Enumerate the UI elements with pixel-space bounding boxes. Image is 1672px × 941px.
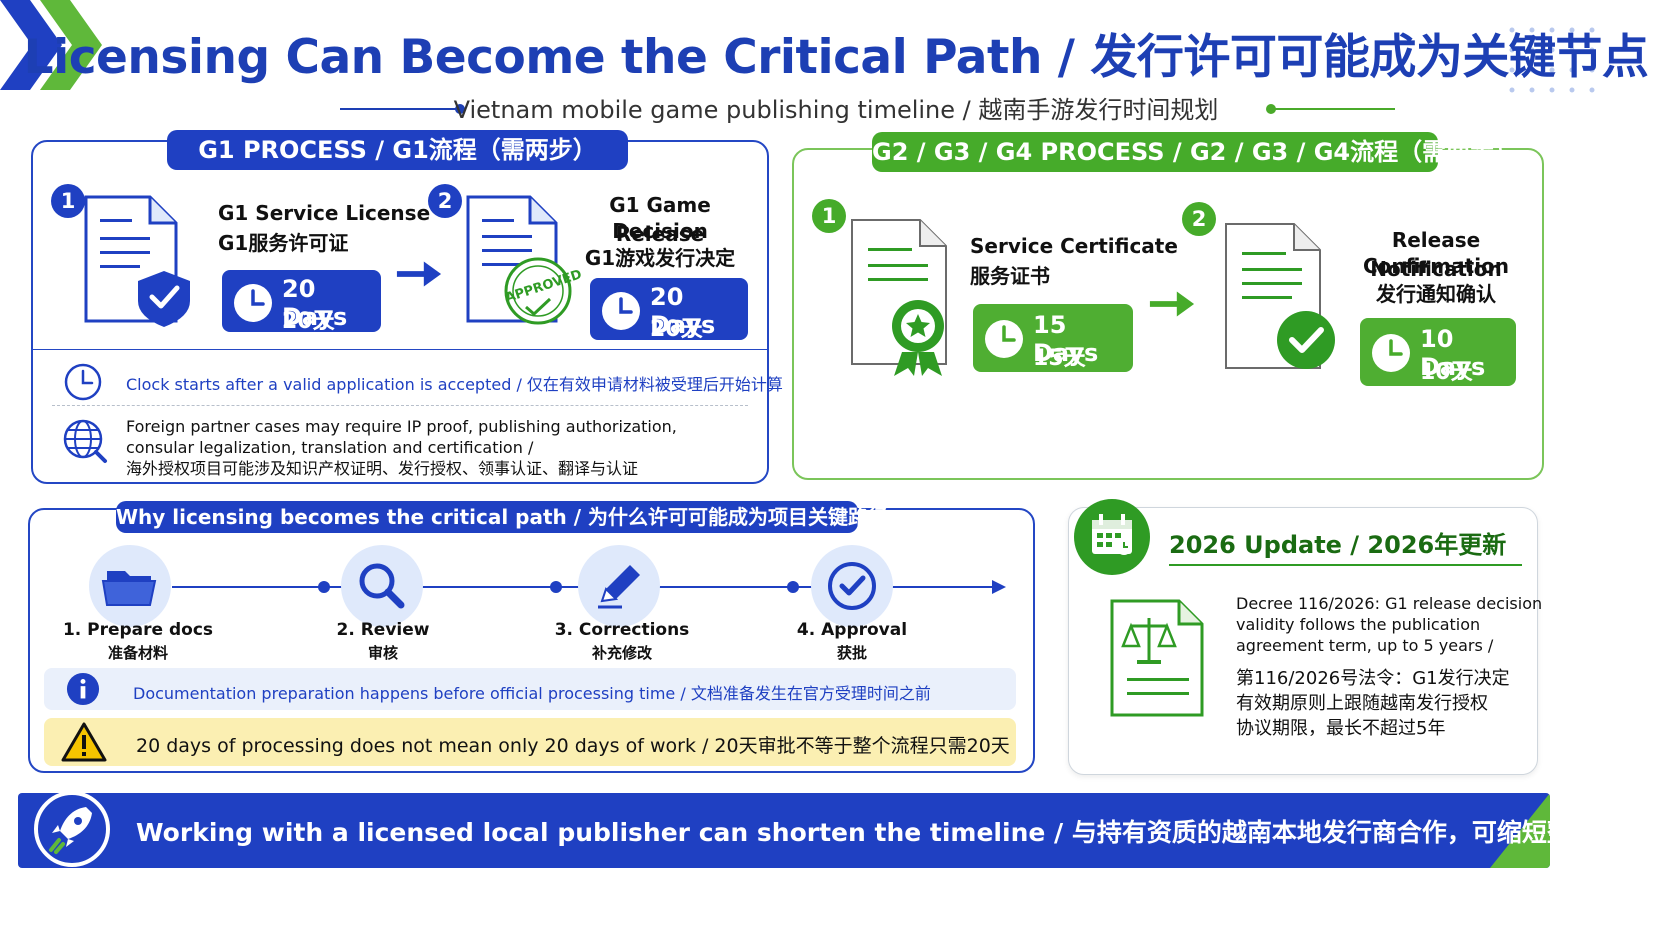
g234-step-1-days-cn: 15天 [1033,346,1086,371]
g1-process-tab: G1 PROCESS / G1流程（需两步） [167,130,628,170]
check-circle-icon [828,562,876,610]
g1-section-divider [33,349,767,350]
rocket-icon [34,793,110,867]
calendar-icon [1074,499,1150,575]
g234-step-1-label-en: Service Certificate [970,234,1178,258]
step-2-label-cn: 审核 [367,644,398,662]
g1-step-1-duration-badge: 20 Days 20天 [222,270,381,334]
subtitle-divider-right [1275,108,1395,110]
connector-dot [550,581,562,593]
g234-step-2-label-en-1: Release Notification [1370,228,1502,281]
step-3-label-en: 3. Corrections [554,620,690,640]
document-shield-icon [84,195,190,327]
update-2026-title: 2026 Update / 2026年更新 [1169,531,1507,559]
g234-step-2-days-cn: 10天 [1420,360,1473,385]
g1-step-2-label-en-2: Decision [612,219,708,243]
step-review [341,545,423,627]
process-arrowhead-icon [992,580,1006,594]
g234-step-2-label-cn: 发行通知确认 [1376,282,1496,306]
g1-step-1-days-cn: 20天 [282,309,335,334]
clock-outline-icon [64,363,102,401]
g234-step-2-number: 2 [1182,202,1216,236]
info-banner-text: Documentation preparation happens before… [133,684,931,703]
g234-step-1-duration-badge: 15 Days 15天 [973,304,1133,372]
chevron-decoration-icon [0,0,102,90]
clock-start-note: Clock starts after a valid application i… [126,375,783,394]
step-4-label-en: 4. Approval [796,620,908,640]
step-1-label-cn: 准备材料 [107,644,168,662]
connector-dot [318,581,330,593]
g234-step-1-number: 1 [812,199,846,233]
footer-green-stripe [1490,793,1550,868]
g234-step-1-label-cn: 服务证书 [970,264,1050,288]
update-text-cn-1: 第116/2026号法令：G1发行决定 [1236,668,1510,689]
update-2026-underline [1169,564,1522,566]
info-icon [66,672,100,706]
update-text-cn-2: 有效期原则上跟随越南发行授权 [1236,693,1488,714]
subtitle-dot-right [1266,104,1276,114]
update-text-en-3: agreement term, up to 5 years / [1236,636,1494,655]
step-1-label-en: 1. Prepare docs [62,620,214,640]
g1-step-2-days-cn: 20天 [650,317,703,342]
warning-banner-text: 20 days of processing does not mean only… [136,735,1010,757]
update-text-en-2: validity follows the publication [1236,615,1481,634]
subtitle-divider-left [340,108,460,110]
foreign-partner-note-line-1: Foreign partner cases may require IP pro… [126,417,677,436]
magnifier-icon [359,563,405,609]
foreign-partner-note-line-2: consular legalization, translation and c… [126,438,534,457]
globe-icon [63,419,107,463]
step-3-label-cn: 补充修改 [591,644,652,662]
g234-step-2-duration-badge: 10 Days 10天 [1360,318,1516,386]
g1-step-2-number: 2 [428,184,462,218]
g234-step-2-days-en: 10 Days [1420,325,1486,381]
g1-step-1-days-en: 20 Days [282,275,348,331]
clock-icon [1372,334,1410,372]
certificate-ribbon-icon [851,219,947,376]
g1-step-2-days-en: 20 Days [650,283,716,339]
g1-step-1-label-en: G1 Service License [218,201,431,225]
pencil-icon [598,565,640,609]
why-critical-path-tab: Why licensing becomes the critical path … [116,501,888,533]
update-text-cn-3: 协议期限，最长不超过5年 [1236,718,1446,739]
g1-step-2-label-en-1: G1 Game Release [609,193,711,246]
step-approval [811,545,893,627]
g1-step-2-duration-badge: 20 Days 20天 [590,278,748,342]
arrow-right-icon [396,261,442,287]
subtitle-dot-left [455,104,465,114]
legal-document-scales-icon [1110,599,1204,717]
foreign-partner-note-line-3: 海外授权项目可能涉及知识产权证明、发行授权、领事认证、翻译与认证 [126,459,639,478]
update-text-en-1: Decree 116/2026: G1 release decision [1236,594,1543,613]
arrow-right-icon [1149,291,1195,317]
step-2-label-en: 2. Review [336,620,430,640]
g1-step-1-label-cn: G1服务许可证 [218,231,349,255]
g234-step-1-days-en: 15 Days [1033,311,1099,367]
g1-step-1-number: 1 [51,184,85,218]
footer-banner: Working with a licensed local publisher … [18,793,1550,868]
page-subtitle: Vietnam mobile game publishing timeline … [453,96,1219,124]
step-prepare-docs [89,545,171,627]
step-corrections [578,545,660,627]
warning-banner: 20 days of processing does not mean only… [44,718,1016,766]
connector-dot [787,581,799,593]
folder-icon [101,571,157,606]
g1-dashed-divider [52,405,748,406]
dot-grid-decoration [1509,27,1595,93]
approved-document-icon [466,195,572,325]
step-4-label-cn: 获批 [836,644,867,662]
warning-triangle-icon [61,722,107,762]
clock-icon [602,292,640,330]
g234-step-2-label-en-2: Confirmation [1362,254,1510,278]
clock-icon [985,320,1023,358]
page-title: Licensing Can Become the Critical Path /… [23,30,1649,85]
g1-step-2-label-cn: G1游戏发行决定 [584,246,736,270]
document-check-icon [1225,223,1335,369]
g234-process-tab: G2 / G3 / G4 PROCESS / G2 / G3 / G4流程（需两… [872,132,1518,172]
footer-text: Working with a licensed local publisher … [136,818,1550,847]
info-banner: Documentation preparation happens before… [44,668,1016,710]
clock-icon [234,284,272,322]
